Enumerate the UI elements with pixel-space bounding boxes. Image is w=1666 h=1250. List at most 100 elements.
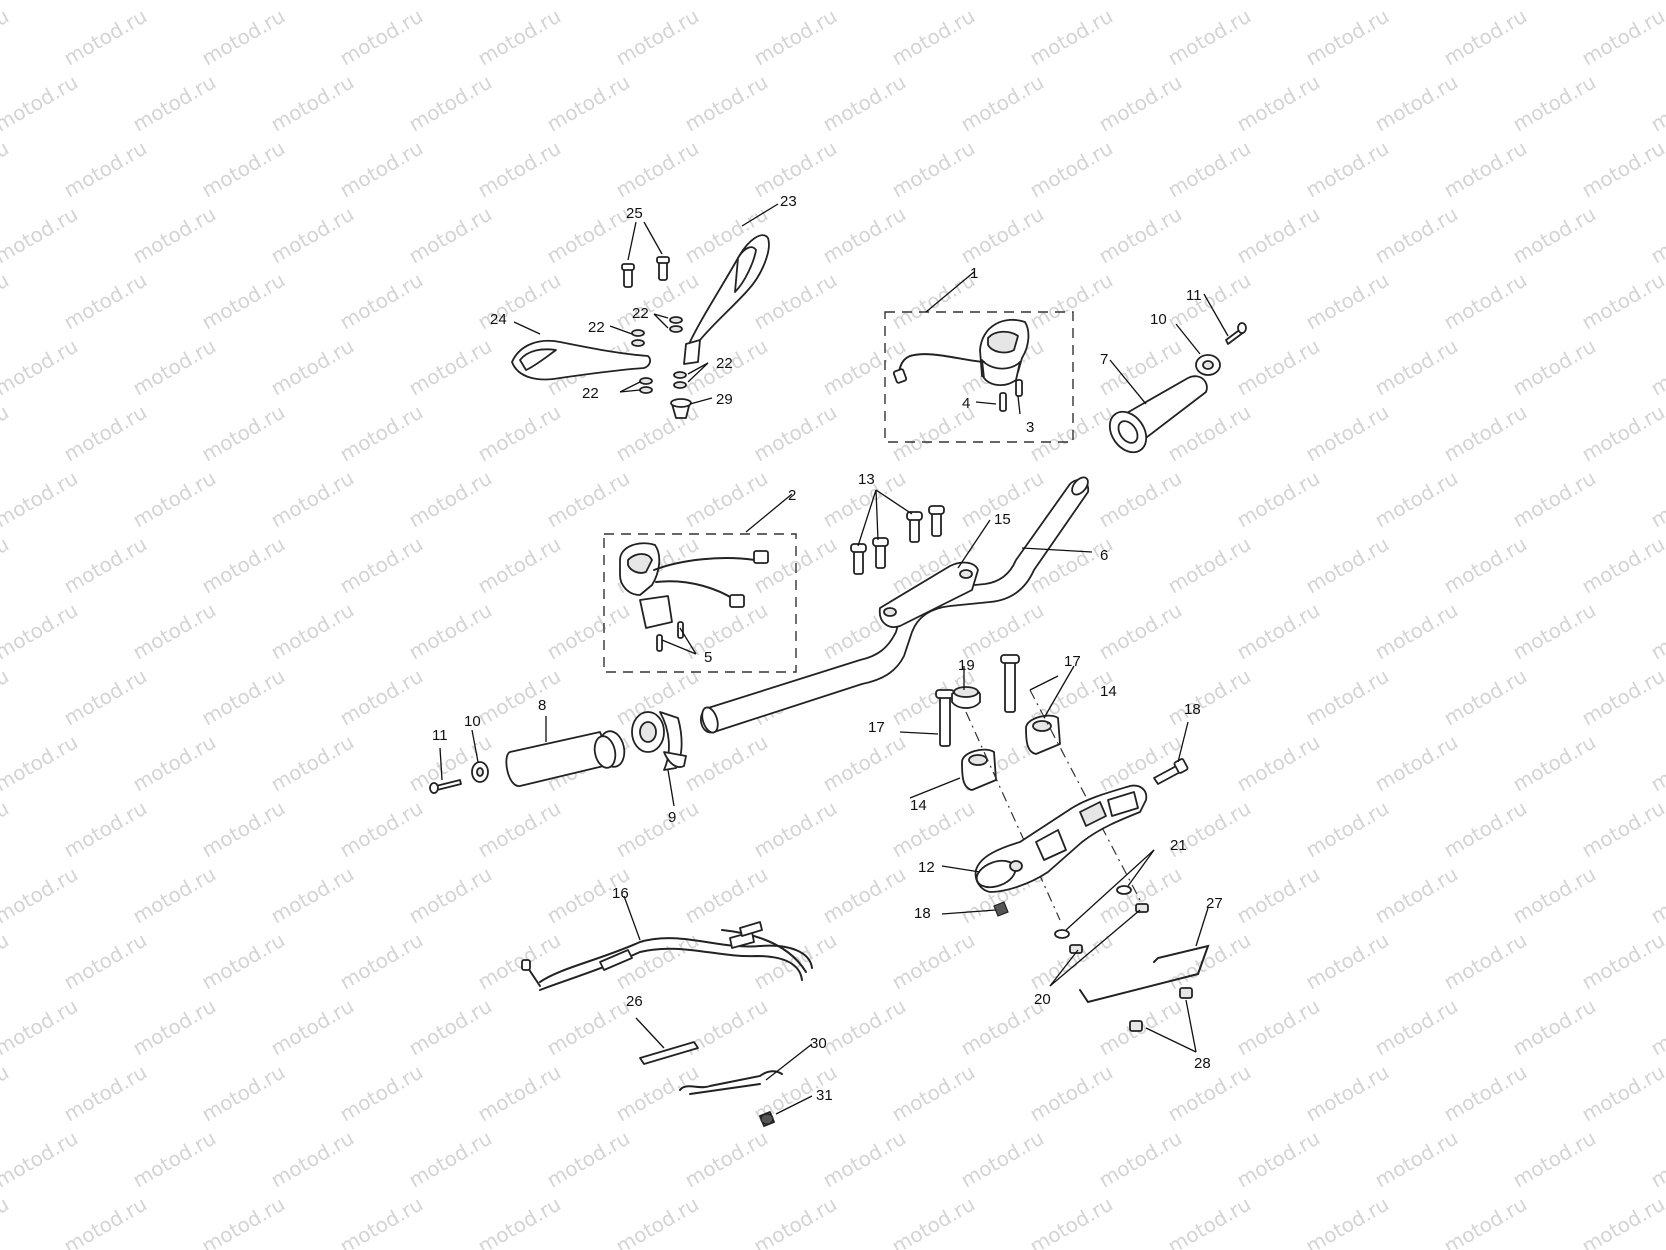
watermark-text: motod.ru [0,862,82,929]
callout-31: 31 [816,1087,833,1104]
watermark-text: motod.ru [1233,334,1324,401]
watermark-text: motod.ru [267,0,358,4]
watermark-text: motod.ru [1026,136,1117,203]
watermark-text: motod.ru [1302,664,1393,731]
watermark-text: motod.ru [198,664,289,731]
watermark-text: motod.ru [1095,862,1186,929]
riser-bolt-17-right [1000,654,1020,713]
callout-21: 21 [1170,837,1187,854]
watermark-text: motod.ru [60,1192,151,1250]
throttle-cables-16 [521,921,813,991]
watermark-text: motod.ru [129,730,220,797]
callout-25: 25 [626,205,643,222]
watermark-text: motod.ru [405,862,496,929]
watermark-text: motod.ru [336,1060,427,1127]
callout-10-right: 10 [1150,311,1167,328]
watermark-text: motod.ru [1647,598,1666,665]
watermark-text: motod.ru [336,796,427,863]
watermark-text: motod.ru [0,70,82,137]
grip-right-endweight [1195,354,1221,376]
watermark-text: motod.ru [267,598,358,665]
watermark-text: motod.ru [1578,796,1666,863]
watermark-text: motod.ru [1026,400,1117,467]
bracket-27 [1079,944,1210,1004]
watermark-text: motod.ru [60,532,151,599]
watermark-text: motod.ru [543,0,634,4]
watermark-text: motod.ru [267,202,358,269]
watermark-text: motod.ru [1095,0,1186,4]
watermark-text: motod.ru [750,268,841,335]
watermark-text: motod.ru [957,0,1048,4]
watermark-text: motod.ru [1647,994,1666,1061]
watermark-text: motod.ru [612,4,703,71]
watermark-text: motod.ru [1026,1060,1117,1127]
watermark-text: motod.ru [1578,532,1666,599]
watermark-text: motod.ru [1578,4,1666,71]
watermark-text: motod.ru [1164,136,1255,203]
mirror-bolts-25 [621,256,670,288]
watermark-text: motod.ru [336,1192,427,1250]
watermark-text: motod.ru [405,994,496,1061]
watermark-text: motod.ru [1302,1192,1393,1250]
grip-right-screw [1225,322,1247,345]
callout-22-b: 22 [632,305,649,322]
watermark-text: motod.ru [1578,1060,1666,1127]
grip-right [1108,375,1208,454]
watermark-text: motod.ru [474,400,565,467]
watermark-text: motod.ru [0,1192,13,1250]
watermark-text: motod.ru [1509,730,1600,797]
watermark-text: motod.ru [474,4,565,71]
watermark-text: motod.ru [129,994,220,1061]
callout-3: 3 [1026,419,1034,436]
watermark-text: motod.ru [267,994,358,1061]
switch-right-screws [999,379,1023,412]
watermark-text: motod.ru [1371,730,1462,797]
screw-31 [759,1111,775,1127]
watermark-text: motod.ru [750,1192,841,1250]
watermark-text: motod.ru [474,1060,565,1127]
watermark-text: motod.ru [1164,532,1255,599]
watermark-text: motod.ru [267,1126,358,1193]
callout-10-left: 10 [464,713,481,730]
watermark-text: motod.ru [1233,466,1324,533]
callout-12: 12 [918,859,935,876]
watermark-text: motod.ru [60,4,151,71]
callout-11-right: 11 [1186,287,1202,304]
watermark-text: motod.ru [1095,466,1186,533]
callout-27: 27 [1206,895,1223,912]
watermark-text: motod.ru [612,1192,703,1250]
watermark-text: motod.ru [1095,598,1186,665]
watermark-text: motod.ru [1647,0,1666,4]
watermark-text: motod.ru [1578,400,1666,467]
watermark-text: motod.ru [1302,136,1393,203]
watermark-text: motod.ru [0,4,13,71]
watermark-text: motod.ru [60,400,151,467]
watermark-text: motod.ru [1440,532,1531,599]
watermark-text: motod.ru [336,4,427,71]
assembly-axis-right [1029,689,1141,901]
watermark-text: motod.ru [0,994,82,1061]
watermark-text: motod.ru [1233,862,1324,929]
watermark-text: motod.ru [1647,202,1666,269]
watermark-text: motod.ru [474,796,565,863]
watermark-text: motod.ru [336,268,427,335]
watermark-text: motod.ru [405,598,496,665]
watermark-text: motod.ru [1440,1060,1531,1127]
watermark-text: motod.ru [1647,334,1666,401]
watermark-text: motod.ru [1302,796,1393,863]
callout-22-c: 22 [716,355,733,372]
watermark-text: motod.ru [474,136,565,203]
watermark-text: motod.ru [1371,70,1462,137]
watermark-text: motod.ru [819,730,910,797]
watermark-text: motod.ru [0,400,13,467]
callout-labels: 23 25 24 22 22 22 22 29 1 4 3 11 10 7 2 … [432,193,1223,1104]
callout-29: 29 [716,391,733,408]
mirror-left [511,340,651,381]
watermark-text: motod.ru [681,1126,772,1193]
watermark-text: motod.ru [267,70,358,137]
watermark-text: motod.ru [336,400,427,467]
watermark-text: motod.ru [0,598,82,665]
watermark-text: motod.ru [1509,70,1600,137]
callout-8: 8 [538,697,546,714]
watermark-text: motod.ru [612,400,703,467]
